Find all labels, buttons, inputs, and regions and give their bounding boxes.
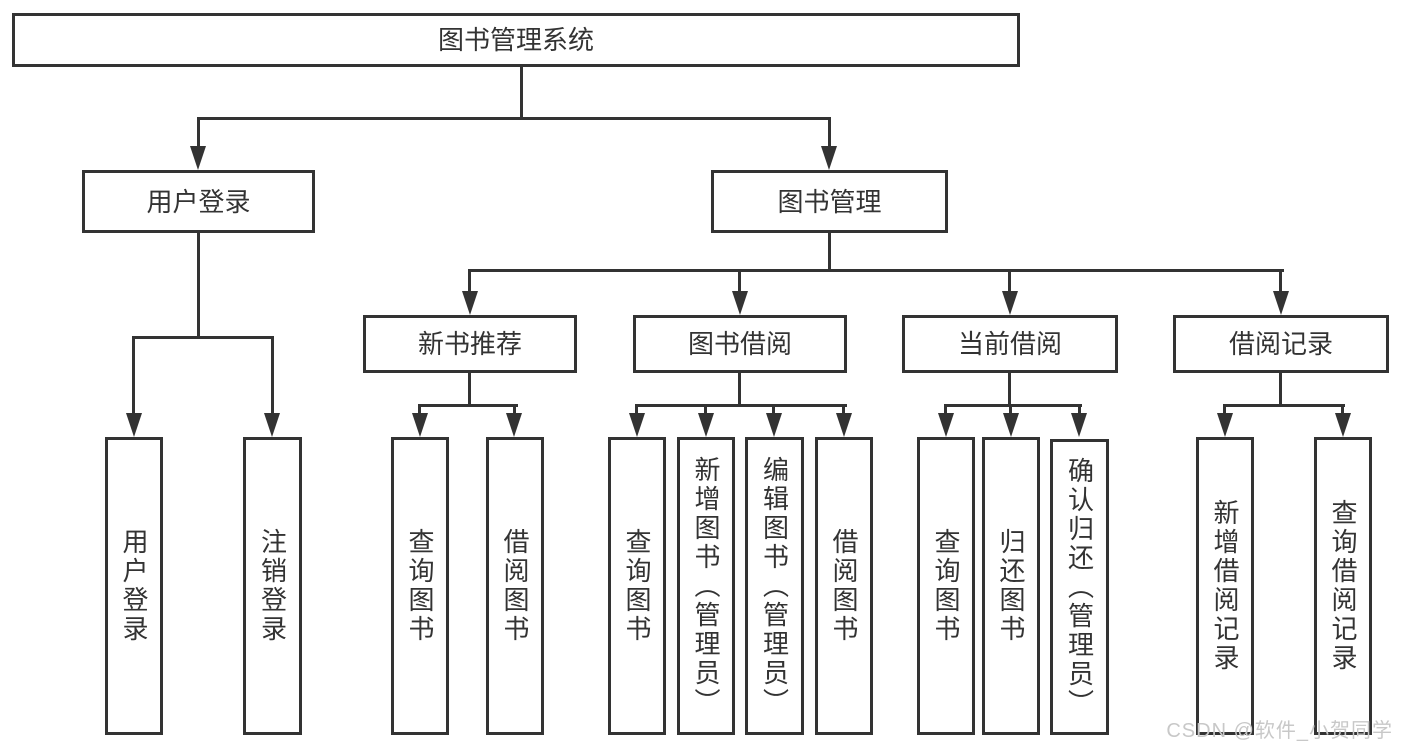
node-book-management-label: 图书管理 bbox=[777, 186, 882, 217]
connector-drop bbox=[1341, 406, 1344, 417]
connector-drop bbox=[635, 406, 638, 417]
leaf-add-borrow-record-label: 新增借阅记录 bbox=[1210, 499, 1240, 673]
node-book-management: 图书管理 bbox=[711, 170, 948, 233]
arrow-down-book-management bbox=[821, 146, 837, 170]
watermark: CSDN @软件_小贺同学 bbox=[1166, 720, 1393, 742]
node-borrowing-records-label: 借阅记录 bbox=[1228, 329, 1333, 359]
connector-drop-book-management bbox=[828, 118, 831, 150]
connector-current-borrowing-stem bbox=[1008, 373, 1011, 406]
connector-book-borrowing-stem bbox=[738, 373, 741, 406]
node-user-login-label: 用户登录 bbox=[146, 186, 251, 217]
connector-new-book-hbar bbox=[418, 404, 518, 407]
connector-drop bbox=[842, 406, 845, 417]
connector-drop bbox=[513, 406, 516, 417]
node-user-login: 用户登录 bbox=[82, 170, 315, 233]
connector-drop bbox=[1009, 406, 1012, 417]
leaf-add-borrow-record: 新增借阅记录 bbox=[1196, 437, 1254, 735]
arrow-down-leaf bbox=[412, 413, 428, 437]
connector-new-book-stem bbox=[468, 373, 471, 406]
leaf-logout: 注销登录 bbox=[243, 437, 302, 735]
connector-drop-leaf-logout bbox=[271, 336, 274, 416]
arrow-down-leaf bbox=[1217, 413, 1233, 437]
leaf-return-books: 归还图书 bbox=[982, 437, 1040, 735]
node-book-borrowing: 图书借阅 bbox=[633, 315, 847, 373]
leaf-query-borrow-record-label: 查询借阅记录 bbox=[1328, 499, 1358, 673]
leaf-query-books-borrowing-label: 查询图书 bbox=[622, 528, 652, 644]
connector-user-login-stem bbox=[197, 233, 200, 337]
leaf-borrow-books-recommend-label: 借阅图书 bbox=[500, 528, 530, 644]
leaf-add-book-admin-label: 新增图书（管理员） bbox=[691, 455, 721, 717]
connector-book-borrowing-hbar bbox=[635, 404, 847, 407]
arrow-down-leaf-user-login bbox=[126, 413, 142, 437]
connector-drop bbox=[704, 406, 707, 417]
arrow-down-leaf bbox=[1335, 413, 1351, 437]
arrow-down-leaf bbox=[766, 413, 782, 437]
leaf-borrow-books-borrowing: 借阅图书 bbox=[815, 437, 873, 735]
leaf-edit-book-admin: 编辑图书（管理员） bbox=[745, 437, 804, 735]
connector-drop-user-login bbox=[197, 118, 200, 150]
arrow-down-new-book bbox=[462, 291, 478, 315]
arrow-down-user-login bbox=[190, 146, 206, 170]
node-current-borrowing: 当前借阅 bbox=[902, 315, 1118, 373]
leaf-return-books-label: 归还图书 bbox=[996, 528, 1026, 644]
node-book-borrowing-label: 图书借阅 bbox=[687, 329, 792, 359]
arrow-down-leaf bbox=[1003, 413, 1019, 437]
arrow-down-leaf bbox=[698, 413, 714, 437]
connector-borrowing-records-stem bbox=[1279, 373, 1282, 406]
leaf-logout-label: 注销登录 bbox=[257, 528, 288, 644]
arrow-down-leaf bbox=[629, 413, 645, 437]
leaf-add-book-admin: 新增图书（管理员） bbox=[677, 437, 735, 735]
connector-user-login-hbar bbox=[132, 336, 274, 339]
node-current-borrowing-label: 当前借阅 bbox=[957, 329, 1062, 359]
connector-drop bbox=[1223, 406, 1226, 417]
node-root-label: 图书管理系统 bbox=[437, 25, 594, 55]
arrow-down-book-borrowing bbox=[732, 291, 748, 315]
leaf-confirm-return-admin: 确认归还（管理员） bbox=[1050, 439, 1109, 735]
connector-current-borrowing-hbar bbox=[944, 404, 1082, 407]
leaf-edit-book-admin-label: 编辑图书（管理员） bbox=[759, 455, 790, 717]
leaf-borrow-books-borrowing-label: 借阅图书 bbox=[829, 528, 859, 644]
connector-drop-new-book bbox=[468, 270, 471, 296]
arrow-down-leaf bbox=[506, 413, 522, 437]
connector-root-stem bbox=[520, 67, 523, 118]
connector-book-management-hbar bbox=[468, 269, 1284, 272]
node-new-book-recommendation-label: 新书推荐 bbox=[417, 329, 522, 359]
arrow-down-leaf-logout bbox=[264, 413, 280, 437]
node-root: 图书管理系统 bbox=[12, 13, 1020, 67]
connector-drop bbox=[772, 406, 775, 417]
connector-drop bbox=[418, 406, 421, 417]
arrow-down-borrowing-records bbox=[1273, 291, 1289, 315]
connector-root-hbar bbox=[197, 117, 831, 120]
node-new-book-recommendation: 新书推荐 bbox=[363, 315, 577, 373]
leaf-query-books-current: 查询图书 bbox=[917, 437, 975, 735]
arrow-down-leaf bbox=[836, 413, 852, 437]
arrow-down-leaf bbox=[938, 413, 954, 437]
node-borrowing-records: 借阅记录 bbox=[1173, 315, 1389, 373]
leaf-query-books-recommend: 查询图书 bbox=[391, 437, 449, 735]
connector-drop-book-borrowing bbox=[738, 270, 741, 296]
connector-drop-leaf-user-login bbox=[132, 336, 135, 416]
connector-drop-borrowing-records bbox=[1279, 270, 1282, 296]
leaf-query-books-borrowing: 查询图书 bbox=[608, 437, 666, 735]
leaf-query-books-recommend-label: 查询图书 bbox=[405, 528, 435, 644]
connector-drop-current-borrowing bbox=[1008, 270, 1011, 296]
leaf-user-login-label: 用户登录 bbox=[119, 528, 149, 644]
leaf-user-login: 用户登录 bbox=[105, 437, 163, 735]
connector-book-management-stem bbox=[828, 233, 831, 272]
leaf-borrow-books-recommend: 借阅图书 bbox=[486, 437, 544, 735]
connector-borrowing-records-hbar bbox=[1223, 404, 1345, 407]
leaf-query-books-current-label: 查询图书 bbox=[931, 528, 961, 644]
connector-drop bbox=[944, 406, 947, 417]
arrow-down-leaf bbox=[1071, 413, 1087, 437]
connector-drop bbox=[1078, 406, 1081, 417]
arrow-down-current-borrowing bbox=[1002, 291, 1018, 315]
leaf-confirm-return-admin-label: 确认归还（管理员） bbox=[1064, 456, 1095, 718]
leaf-query-borrow-record: 查询借阅记录 bbox=[1314, 437, 1372, 735]
